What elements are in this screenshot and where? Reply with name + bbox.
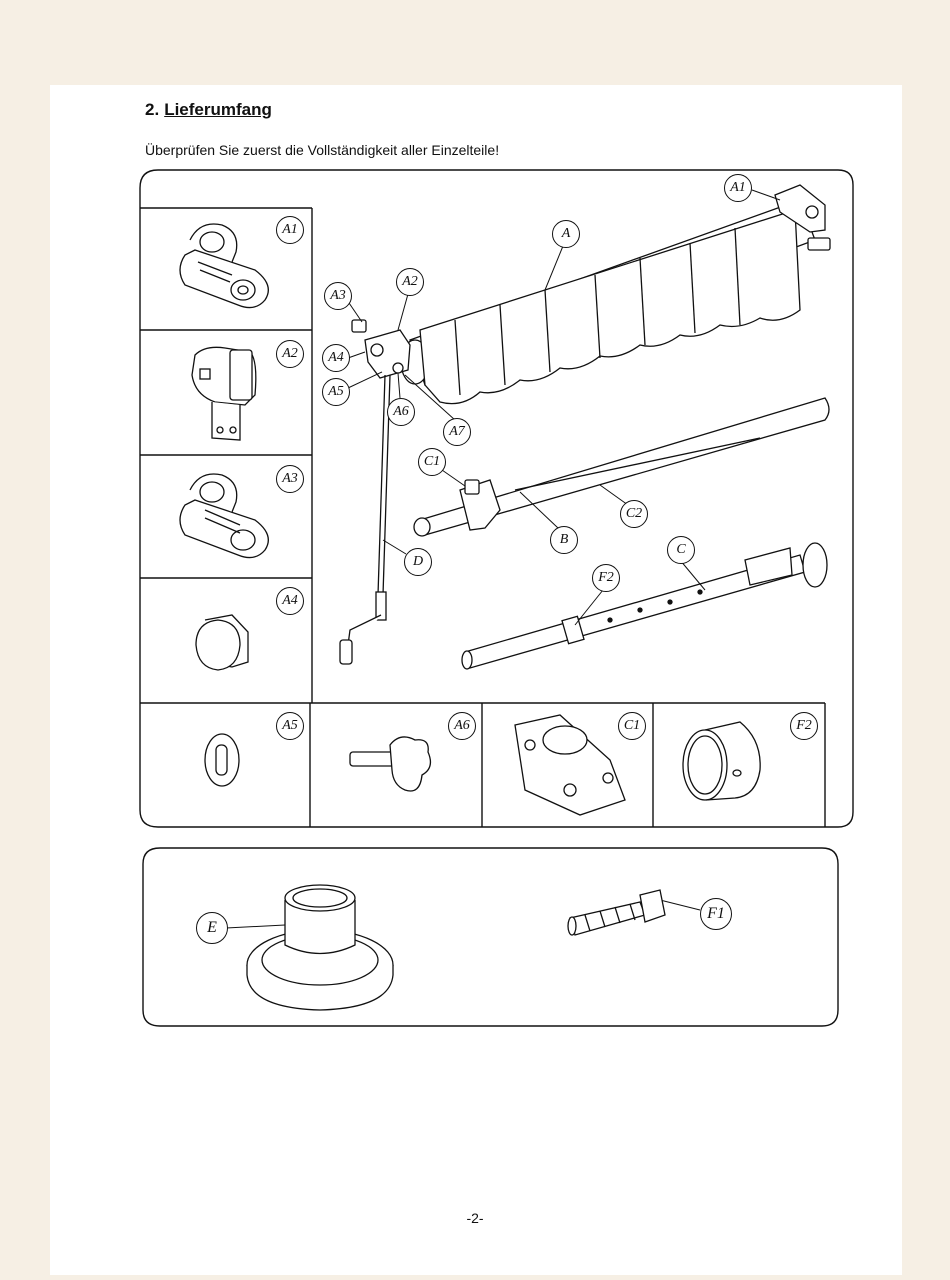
- label-f2-box: F2: [790, 712, 818, 740]
- lower-panel-frame: [143, 848, 838, 1026]
- label-a4-box: A4: [276, 587, 304, 615]
- callout-c1: C1: [418, 448, 446, 476]
- callout-f2: F2: [592, 564, 620, 592]
- callout-a5: A5: [322, 378, 350, 406]
- a4-cap-drawing: [196, 615, 248, 670]
- label-a5-box: A5: [276, 712, 304, 740]
- a3-bracket-drawing: [180, 474, 268, 558]
- callout-a7: A7: [443, 418, 471, 446]
- callout-f1: F1: [700, 898, 732, 930]
- label-a6-box: A6: [448, 712, 476, 740]
- callout-a3: A3: [324, 282, 352, 310]
- callout-a1: A1: [724, 174, 752, 202]
- a1-bracket-drawing: [180, 224, 268, 308]
- callout-a: A: [552, 220, 580, 248]
- awning-assembly-drawing: [340, 185, 830, 669]
- callout-a6: A6: [387, 398, 415, 426]
- label-a3-box: A3: [276, 465, 304, 493]
- callout-a4: A4: [322, 344, 350, 372]
- label-a2-box: A2: [276, 340, 304, 368]
- callout-b: B: [550, 526, 578, 554]
- callout-d: D: [404, 548, 432, 576]
- a2-gearbox-drawing: [192, 347, 256, 440]
- callout-c2: C2: [620, 500, 648, 528]
- callout-e: E: [196, 912, 228, 944]
- e-base-drawing: [247, 885, 393, 1010]
- a6-knob-drawing: [350, 737, 430, 791]
- callout-a2: A2: [396, 268, 424, 296]
- page-number: -2-: [0, 1210, 950, 1226]
- f1-screw-drawing: [568, 890, 665, 935]
- f2-sleeve-drawing: [683, 722, 760, 800]
- c1-clamp-drawing: [515, 715, 625, 815]
- label-c1-box: C1: [618, 712, 646, 740]
- label-a1-box: A1: [276, 216, 304, 244]
- a5-washer-drawing: [205, 734, 239, 786]
- callout-c: C: [667, 536, 695, 564]
